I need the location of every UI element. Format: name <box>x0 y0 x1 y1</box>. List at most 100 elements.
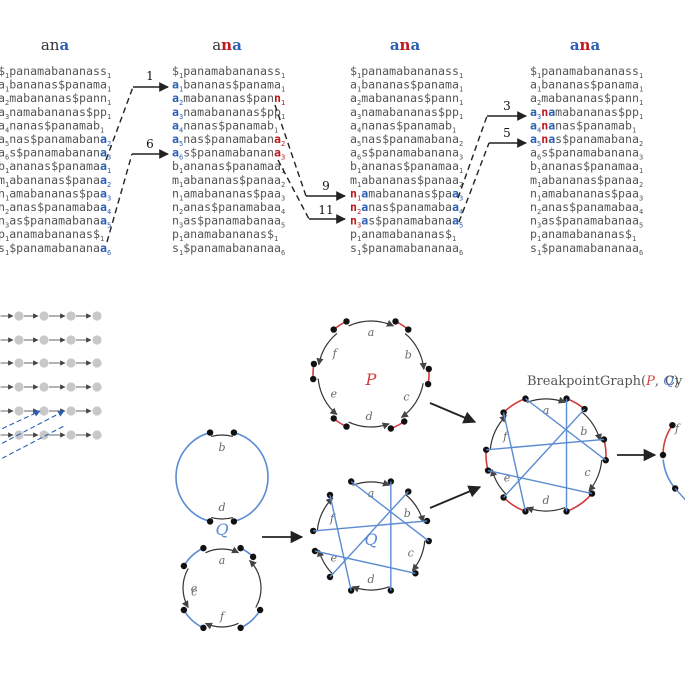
matrix-row: a6s$panamabanana3 <box>0 146 111 162</box>
row-last-char: a <box>452 173 459 187</box>
row-last-char: b <box>445 118 452 132</box>
q-chord-block-e <box>317 549 334 575</box>
row-middle: s$panamabanan <box>9 146 100 160</box>
matrix-row: $1panamabananass1 <box>350 64 463 80</box>
row-last-char: a <box>452 159 459 173</box>
grid-node <box>66 430 76 440</box>
q-chord-label-e: e <box>331 552 338 565</box>
row-middle: s$panamabanan <box>183 146 274 160</box>
header-char: a <box>570 36 580 54</box>
matrix-row: a5nas$panamabana2 <box>0 132 111 148</box>
row-first-char: n <box>0 200 5 214</box>
row-middle: panamabananas <box>183 64 274 78</box>
row-third-char: a <box>548 132 555 146</box>
row-first-index: 1 <box>5 181 9 189</box>
matrix-row: s1$panamabananaa6 <box>530 241 643 257</box>
row-middle: s$panamabanan <box>541 146 632 160</box>
row-middle: bananas$panam <box>183 78 274 92</box>
bp-label-a: a <box>543 404 550 417</box>
bp-block-b <box>581 411 602 442</box>
row-last-char: a <box>100 132 107 146</box>
grid-node <box>0 337 1 343</box>
genome-node <box>563 395 570 402</box>
row-first-char: n <box>350 186 357 200</box>
row-first-index: 2 <box>537 99 541 107</box>
row-middle: nas$panamaba <box>368 200 452 214</box>
grid-node <box>0 360 1 366</box>
row-first-char: a <box>172 146 179 160</box>
genome-node <box>600 436 608 443</box>
row-middle: s$panamaban <box>555 132 632 146</box>
matrix-row: a5nas$panamabana2 <box>350 132 463 148</box>
row-last-index: 1 <box>459 99 463 107</box>
matrix-row: n3as$panamabanaa5 <box>0 214 111 230</box>
genome-node <box>330 415 337 422</box>
row-first-index: 1 <box>179 194 183 202</box>
header-char: a <box>232 36 242 54</box>
q-chord-label-d: d <box>367 573 374 586</box>
row-second-char: a <box>361 200 368 214</box>
row-first-char: b <box>172 159 179 173</box>
row-first-index: 3 <box>357 222 361 230</box>
row-last-char: a <box>100 159 107 173</box>
row-first-char: n <box>172 200 179 214</box>
row-first-index: 3 <box>357 113 361 121</box>
row-first-index: 1 <box>357 167 361 175</box>
row-first-index: 1 <box>179 167 183 175</box>
row-last-index: 1 <box>632 126 636 134</box>
grid-node <box>14 358 24 368</box>
grid-node <box>92 430 102 440</box>
row-middle: $panamabanana <box>361 241 452 255</box>
row-first-index: 1 <box>5 167 9 175</box>
row-middle: ananas$panama <box>361 159 452 173</box>
row-first-char: n <box>0 186 5 200</box>
row-first-char: a <box>172 132 179 146</box>
row-first-char: a <box>350 132 357 146</box>
q-chord-edge <box>329 491 409 578</box>
row-last-char: a <box>100 78 107 92</box>
cycles-blue-chord <box>674 487 685 501</box>
row-last-index: 3 <box>459 194 463 202</box>
row-last-index: 6 <box>281 249 285 257</box>
row-first-index: 2 <box>357 99 361 107</box>
row-first-char: n <box>350 200 357 214</box>
matrix-row: b1ananas$panamaa1 <box>350 159 463 175</box>
row-first-index: 3 <box>179 113 183 121</box>
row-middle: $panamabanana <box>183 241 274 255</box>
row-middle: as$panamabana <box>9 214 100 228</box>
matrix-row: a3namabananas$pp1 <box>350 105 463 121</box>
row-third-char: a <box>548 118 555 132</box>
row-first-index: 3 <box>537 113 541 121</box>
row-last-char: s <box>452 64 459 78</box>
row-middle: amabananas$pa <box>9 186 100 200</box>
q2-genome-label-e: e <box>191 582 198 595</box>
matrix-row: m1abananas$panaa2 <box>0 173 111 189</box>
row-first-index: 4 <box>357 126 361 134</box>
row-last-char: a <box>632 186 639 200</box>
matrix-row: a1bananas$panama1 <box>530 78 643 94</box>
genome-node <box>669 421 676 429</box>
row-first-char: a <box>530 146 537 160</box>
matrix-row: a6s$panamabanana3 <box>172 146 285 162</box>
grid-node <box>0 384 1 390</box>
row-middle: mabananas$p <box>555 105 632 119</box>
bwt-matrices: $1panamabananass1$1panamabananass1$1pana… <box>0 64 643 257</box>
q-chord-block-a <box>352 479 391 487</box>
header-char: an <box>41 36 60 54</box>
grid-node <box>39 358 49 368</box>
row-middle: namabananas$p <box>9 105 100 119</box>
row-last-index: 1 <box>459 72 463 80</box>
row-first-index: 2 <box>357 208 361 216</box>
row-first-index: 2 <box>5 99 9 107</box>
row-last-index: 1 <box>639 99 643 107</box>
q2-genome-adjacency-edge <box>183 609 204 629</box>
transition-arrows <box>262 402 657 544</box>
row-last-char: a <box>452 200 459 214</box>
matrix-row: a6s$panamabanana3 <box>350 146 463 162</box>
matrix-row: a4nanas$panamab1 <box>350 118 456 134</box>
row-last-char: a <box>100 146 107 160</box>
row-last-char: a <box>452 132 459 146</box>
header-char: a <box>59 36 69 54</box>
row-last-char: b <box>93 118 100 132</box>
row-first-index: 1 <box>5 235 9 243</box>
